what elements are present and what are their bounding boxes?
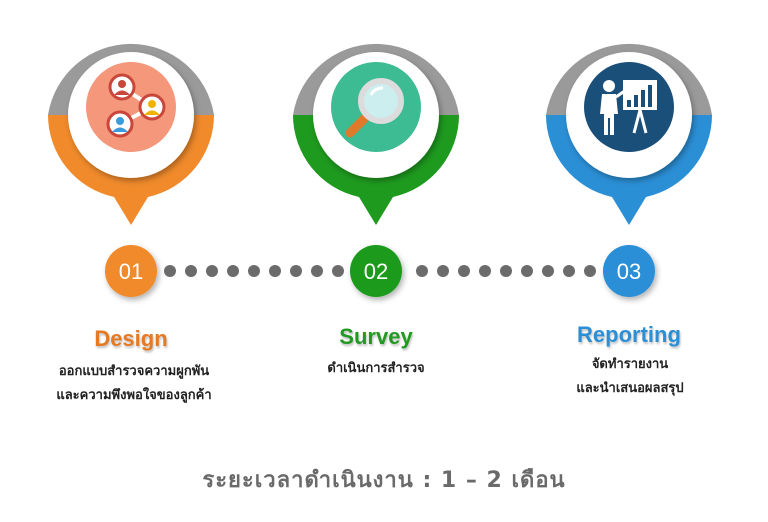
step-1-pin xyxy=(48,43,214,225)
step-2-description-line-1: ดำเนินการสำรวจ xyxy=(327,361,425,376)
step-1-number: 01 xyxy=(119,259,143,284)
step-2-pin xyxy=(293,43,459,225)
step-3-title: Reporting xyxy=(577,322,681,347)
presentation-chart-icon xyxy=(600,80,657,135)
step-3-description-line-1: จัดทำรายงาน xyxy=(591,357,669,372)
duration-footer: ระยะเวลาดำเนินงาน : 1 – 2 เดือน xyxy=(202,468,566,493)
step-1-description-line-1: ออกแบบสำรวจความผูกพัน xyxy=(58,364,210,379)
step-2-title: Survey xyxy=(339,324,413,349)
step-2-number-badge: 02 xyxy=(350,245,402,297)
step-3-number: 03 xyxy=(617,259,641,284)
step-1-title: Design xyxy=(94,326,168,351)
network-people-icon xyxy=(106,73,166,138)
step-3-description: จัดทำรายงาน และนำเสนอผลสรุป xyxy=(500,353,760,401)
step-1-description-line-2: และความพึงพอใจของลูกค้า xyxy=(56,388,212,403)
step-3-description-line-2: และนำเสนอผลสรุป xyxy=(576,381,684,396)
magnifier-icon xyxy=(345,78,404,138)
step-1-number-badge: 01 xyxy=(105,245,157,297)
step-1-description: ออกแบบสำรวจความผูกพัน และความพึงพอใจของล… xyxy=(4,360,264,408)
step-3-pin xyxy=(546,43,712,225)
step-2-description: ดำเนินการสำรวจ xyxy=(246,357,506,381)
timeline-dots xyxy=(164,265,596,277)
step-3-number-badge: 03 xyxy=(603,245,655,297)
step-2-number: 02 xyxy=(364,259,388,284)
